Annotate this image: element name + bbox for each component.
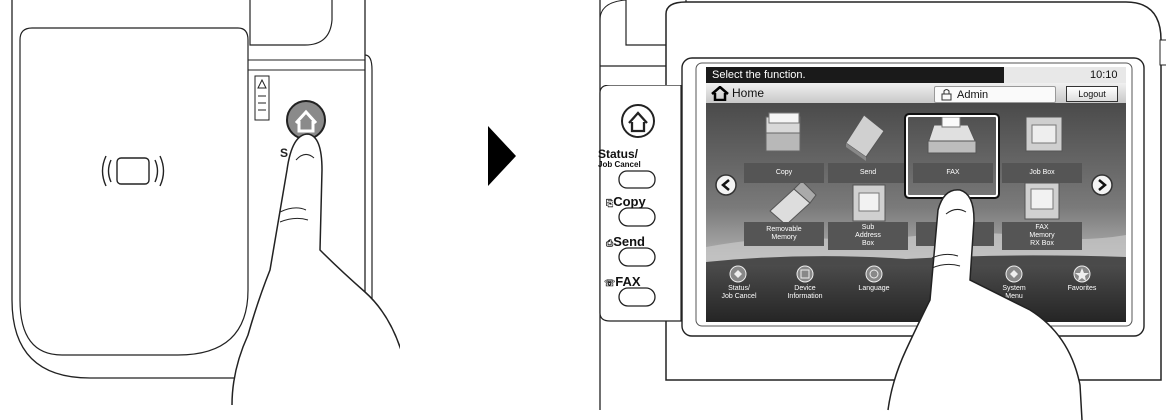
- bottom-device-information[interactable]: Device Information: [780, 285, 830, 301]
- copy-key[interactable]: [619, 208, 655, 226]
- job-cancel-key-label: Job Cancel: [598, 160, 641, 169]
- function-copy[interactable]: Copy: [744, 163, 824, 183]
- clock: 10:10: [1090, 69, 1118, 81]
- bottom-status-job-cancel[interactable]: Status/ Job Cancel: [714, 285, 764, 301]
- home-tab-label: Home: [732, 86, 764, 100]
- user-box: Admin: [934, 86, 1056, 103]
- status-key-label: Status/: [598, 147, 638, 161]
- user-lock-icon: [940, 88, 954, 101]
- send-key-label: ⎙Send: [606, 234, 645, 249]
- fax-key[interactable]: [619, 288, 655, 306]
- home-icon: [711, 86, 729, 101]
- home-tab[interactable]: Home: [711, 85, 764, 101]
- send-key[interactable]: [619, 248, 655, 266]
- job-box-icon: [1026, 117, 1062, 151]
- copier-icon: [766, 113, 800, 151]
- home-key[interactable]: [287, 101, 325, 139]
- home-key-label: S: [280, 146, 288, 160]
- fax-key-label: ☏FAX: [604, 274, 641, 289]
- logout-button[interactable]: Logout: [1066, 86, 1118, 102]
- left-panel: [0, 0, 400, 410]
- device-information-icon: [797, 266, 813, 282]
- prompt-text: Select the function.: [712, 69, 806, 81]
- fax-icon: ☏: [604, 278, 615, 288]
- send-icon: [846, 115, 884, 161]
- user-name: Admin: [957, 89, 988, 101]
- home-bar: [706, 83, 1126, 103]
- finger-graphic: [232, 134, 400, 410]
- status-job-cancel-key[interactable]: [619, 171, 655, 188]
- previous-page-button[interactable]: [716, 175, 736, 195]
- home-key[interactable]: [622, 105, 654, 137]
- finger-graphic: [870, 170, 1130, 420]
- function-removable-memory[interactable]: Removable Memory: [744, 222, 824, 246]
- usb-memory-icon: [770, 181, 816, 225]
- copy-key-label: ⎘Copy: [606, 194, 646, 209]
- arrow-right-icon: [488, 126, 518, 186]
- status-job-cancel-icon: [730, 266, 746, 282]
